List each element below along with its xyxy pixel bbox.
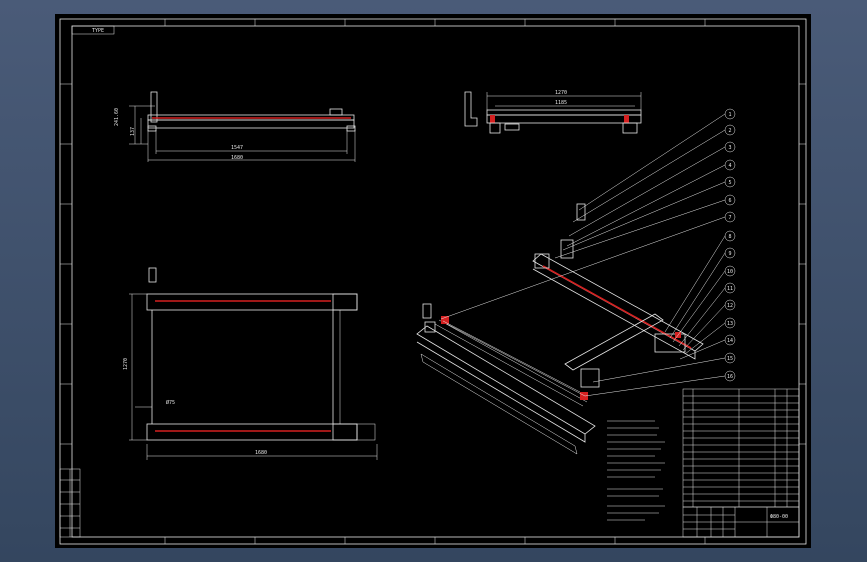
parts-list-table bbox=[682, 388, 800, 508]
balloon-label-14: 14 bbox=[727, 338, 733, 344]
balloon-13 bbox=[724, 317, 736, 329]
balloon-leaders bbox=[440, 113, 726, 397]
dim-1680-plan: 1680 bbox=[255, 450, 267, 456]
dim-1185: 1185 bbox=[555, 100, 567, 106]
dim-1270-end: 1270 bbox=[555, 90, 567, 96]
balloon-3 bbox=[724, 141, 736, 153]
zone-ticks-top bbox=[164, 19, 706, 26]
side-elevation-view bbox=[129, 91, 356, 162]
balloon-16 bbox=[724, 370, 736, 382]
balloon-14 bbox=[724, 334, 736, 346]
isometric-assembly-view bbox=[416, 203, 704, 455]
dim-1547: 1547 bbox=[231, 145, 243, 151]
dim-dia-75: Ø75 bbox=[166, 399, 175, 406]
balloon-12 bbox=[724, 299, 736, 311]
end-elevation-view bbox=[464, 91, 642, 134]
drawing-canvas: TYPE bbox=[59, 18, 807, 545]
dim-1680-side: 1680 bbox=[231, 155, 243, 161]
plan-view bbox=[129, 267, 378, 460]
dim-1270-plan: 1270 bbox=[123, 358, 129, 370]
balloon-8 bbox=[724, 230, 736, 242]
balloon-label-10: 10 bbox=[727, 269, 733, 275]
outer-border bbox=[59, 18, 807, 545]
balloon-1 bbox=[724, 108, 736, 120]
balloon-label-3: 3 bbox=[728, 145, 731, 151]
balloon-label-2: 2 bbox=[728, 128, 731, 134]
zone-ticks-bottom bbox=[164, 537, 706, 544]
zone-ticks-right bbox=[799, 83, 806, 445]
balloon-label-6: 6 bbox=[728, 198, 731, 204]
drawing-tag-box bbox=[71, 25, 115, 35]
drawing-tag: TYPE bbox=[92, 28, 104, 34]
balloon-label-5: 5 bbox=[728, 180, 731, 186]
balloon-label-15: 15 bbox=[727, 356, 733, 362]
balloon-10 bbox=[724, 265, 736, 277]
dim-137: 137 bbox=[130, 127, 136, 136]
zone-ticks-left bbox=[60, 83, 72, 445]
title-block bbox=[682, 506, 800, 538]
balloon-2 bbox=[724, 124, 736, 136]
balloon-label-9: 9 bbox=[728, 251, 731, 257]
balloon-label-4: 4 bbox=[728, 163, 731, 169]
balloon-label-12: 12 bbox=[727, 303, 733, 309]
balloon-9 bbox=[724, 247, 736, 259]
drawing-number: Ф80-00 bbox=[770, 514, 788, 520]
balloon-6 bbox=[724, 194, 736, 206]
balloon-label-8: 8 bbox=[728, 234, 731, 240]
balloon-label-13: 13 bbox=[727, 321, 733, 327]
balloon-label-1: 1 bbox=[728, 112, 731, 118]
inner-border bbox=[71, 25, 800, 538]
technical-notes bbox=[607, 420, 665, 521]
balloon-11 bbox=[724, 282, 736, 294]
balloon-4 bbox=[724, 159, 736, 171]
balloon-7 bbox=[724, 211, 736, 223]
drawing-sheet: TYPE bbox=[55, 14, 811, 548]
dim-241: 241.60 bbox=[114, 108, 120, 126]
balloon-label-16: 16 bbox=[727, 374, 733, 380]
balloon-5 bbox=[724, 176, 736, 188]
balloon-label-11: 11 bbox=[727, 286, 733, 292]
balloon-label-7: 7 bbox=[728, 215, 731, 221]
left-change-table bbox=[59, 468, 81, 538]
balloon-15 bbox=[724, 352, 736, 364]
